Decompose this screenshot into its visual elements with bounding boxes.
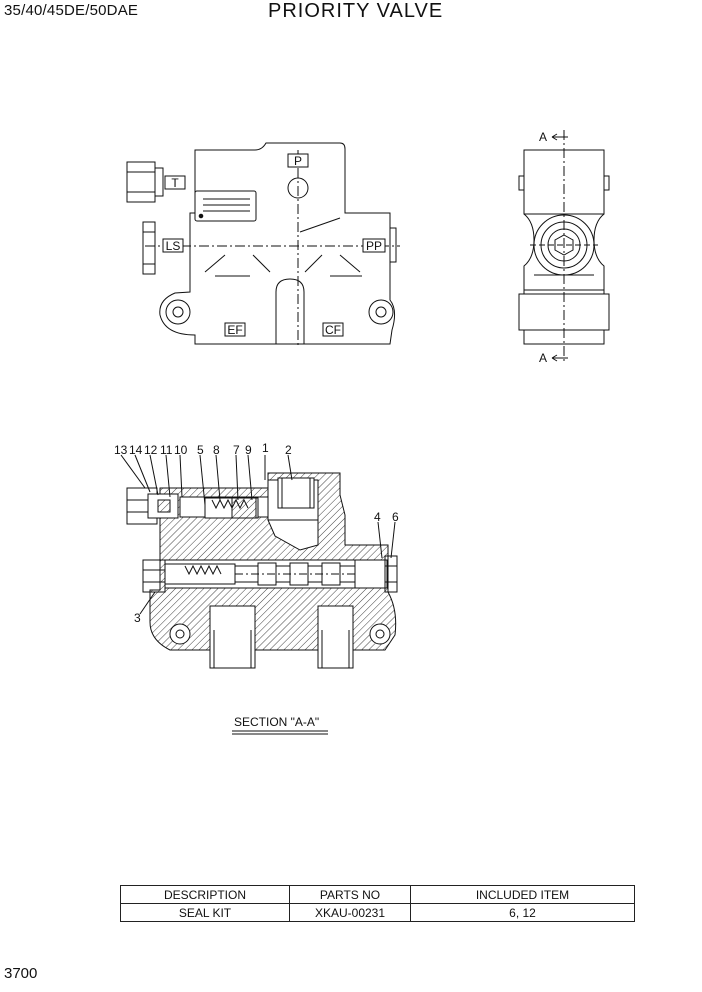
callout-14: 14	[129, 443, 143, 457]
cell-included-item: 6, 12	[410, 903, 635, 922]
side-view: A A	[518, 130, 610, 365]
port-label-cf: CF	[325, 323, 341, 337]
port-label-ls: LS	[166, 239, 181, 253]
cell-description: SEAL KIT	[120, 903, 290, 922]
callout-10: 10	[174, 443, 188, 457]
header-description: DESCRIPTION	[120, 885, 290, 904]
port-label-pp: PP	[366, 239, 382, 253]
header-included-item: INCLUDED ITEM	[410, 885, 635, 904]
section-mark-bottom: A	[539, 351, 547, 365]
callout-8: 8	[213, 443, 220, 457]
parts-table: DESCRIPTION PARTS NO INCLUDED ITEM SEAL …	[120, 885, 635, 922]
parts-table-header: DESCRIPTION PARTS NO INCLUDED ITEM	[120, 885, 635, 904]
table-row: SEAL KIT XKAU-00231 6, 12	[120, 903, 635, 922]
header-parts-no: PARTS NO	[289, 885, 411, 904]
callout-1: 1	[262, 441, 269, 455]
callout-9: 9	[245, 443, 252, 457]
callout-numbers: 13 14 12 11 10 5 8 7 9 1 2 4 6 3	[114, 441, 399, 625]
front-view: T P LS PP EF CF	[126, 142, 400, 345]
cell-parts-no: XKAU-00231	[289, 903, 411, 922]
callout-13: 13	[114, 443, 128, 457]
callout-6: 6	[392, 510, 399, 524]
port-label-ef: EF	[227, 323, 242, 337]
port-label-p: P	[294, 154, 302, 168]
callout-5: 5	[197, 443, 204, 457]
model-label: 35/40/45DE/50DAE	[4, 2, 139, 19]
callout-2: 2	[285, 443, 292, 457]
section-label: SECTION "A-A"	[234, 715, 319, 729]
callout-11: 11	[160, 443, 173, 457]
page-title: PRIORITY VALVE	[268, 0, 444, 22]
page-number: 3700	[4, 965, 38, 982]
section-mark-top: A	[539, 130, 547, 144]
callout-4: 4	[374, 510, 381, 524]
section-view	[120, 454, 398, 669]
callout-7: 7	[233, 443, 240, 457]
callout-12: 12	[144, 443, 158, 457]
port-label-t: T	[171, 176, 179, 190]
callout-3: 3	[134, 611, 141, 625]
